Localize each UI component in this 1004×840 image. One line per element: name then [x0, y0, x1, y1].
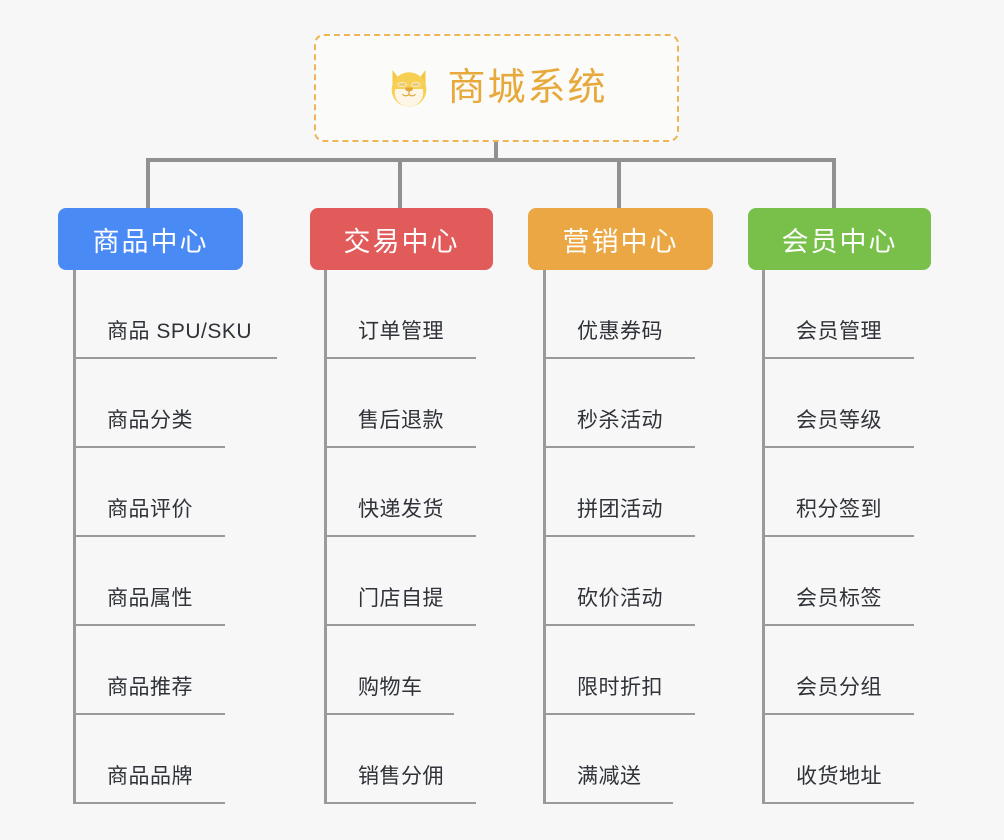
- leaf-node[interactable]: 售后退款: [324, 359, 476, 448]
- leaf-node[interactable]: 商品分类: [73, 359, 225, 448]
- leaf-label: 快递发货: [358, 498, 444, 521]
- category-box-1[interactable]: 商品中心: [58, 208, 243, 270]
- leaf-node[interactable]: 快递发货: [324, 448, 476, 537]
- leaf-label: 拼团活动: [577, 498, 663, 521]
- category-label: 会员中心: [781, 226, 898, 257]
- category-box-4[interactable]: 会员中心: [748, 208, 931, 270]
- leaf-node[interactable]: 商品品牌: [73, 715, 225, 804]
- branch-trunk: [543, 270, 546, 804]
- leaf-underline: [73, 802, 225, 804]
- connector-drop-4: [832, 158, 836, 208]
- leaf-label: 门店自提: [358, 587, 444, 610]
- leaf-underline: [324, 446, 476, 448]
- leaf-label: 优惠券码: [577, 320, 663, 343]
- leaf-underline: [762, 357, 914, 359]
- root-title: 商城系统: [447, 67, 608, 109]
- leaf-underline: [762, 535, 914, 537]
- leaf-label: 商品属性: [107, 587, 193, 610]
- leaf-label: 售后退款: [358, 409, 444, 432]
- leaf-node[interactable]: 秒杀活动: [543, 359, 695, 448]
- leaf-underline: [762, 446, 914, 448]
- branch-trunk: [324, 270, 327, 804]
- leaf-label: 销售分佣: [358, 765, 444, 788]
- branch-trunk: [762, 270, 765, 804]
- leaf-underline: [324, 357, 476, 359]
- leaf-underline: [543, 624, 695, 626]
- leaf-underline: [762, 802, 914, 804]
- leaf-label: 商品推荐: [107, 676, 193, 699]
- root-node[interactable]: 商城系统: [314, 34, 679, 142]
- leaf-node[interactable]: 会员管理: [762, 270, 914, 359]
- leaf-label: 砍价活动: [577, 587, 663, 610]
- leaf-label: 商品 SPU/SKU: [107, 320, 253, 343]
- branch-trunk: [73, 270, 76, 804]
- category-label: 商品中心: [92, 226, 209, 257]
- leaf-node[interactable]: 销售分佣: [324, 715, 476, 804]
- connector-drop-3: [617, 158, 621, 208]
- leaf-label: 订单管理: [358, 320, 444, 343]
- leaf-label: 商品评价: [107, 498, 193, 521]
- leaf-label: 限时折扣: [577, 676, 663, 699]
- leaf-underline: [543, 802, 673, 804]
- leaf-label: 收货地址: [796, 765, 882, 788]
- leaf-label: 会员标签: [796, 587, 882, 610]
- leaf-node[interactable]: 会员标签: [762, 537, 914, 626]
- leaf-underline: [543, 713, 695, 715]
- leaf-label: 会员等级: [796, 409, 882, 432]
- leaf-underline: [324, 802, 476, 804]
- leaf-node[interactable]: 购物车: [324, 626, 454, 715]
- leaf-node[interactable]: 商品属性: [73, 537, 225, 626]
- leaf-node[interactable]: 砍价活动: [543, 537, 695, 626]
- leaf-node[interactable]: 收货地址: [762, 715, 914, 804]
- category-box-3[interactable]: 营销中心: [528, 208, 713, 270]
- leaf-underline: [762, 624, 914, 626]
- leaf-underline: [543, 357, 695, 359]
- leaf-label: 秒杀活动: [577, 409, 663, 432]
- leaf-underline: [73, 624, 225, 626]
- connector-drop-2: [398, 158, 402, 208]
- category-label: 交易中心: [343, 226, 460, 257]
- category-label: 营销中心: [562, 226, 679, 257]
- leaf-label: 商品品牌: [107, 765, 193, 788]
- leaf-underline: [73, 446, 225, 448]
- leaf-label: 会员分组: [796, 676, 882, 699]
- leaf-node[interactable]: 商品评价: [73, 448, 225, 537]
- leaf-node[interactable]: 限时折扣: [543, 626, 695, 715]
- leaf-node[interactable]: 拼团活动: [543, 448, 695, 537]
- leaf-node[interactable]: 门店自提: [324, 537, 476, 626]
- leaf-label: 购物车: [358, 676, 423, 699]
- leaf-node[interactable]: 商品 SPU/SKU: [73, 270, 277, 359]
- leaf-underline: [762, 713, 914, 715]
- leaf-node[interactable]: 订单管理: [324, 270, 476, 359]
- leaf-underline: [324, 624, 476, 626]
- leaf-label: 满减送: [577, 765, 642, 788]
- leaf-underline: [543, 535, 695, 537]
- leaf-node[interactable]: 满减送: [543, 715, 673, 804]
- leaf-underline: [324, 713, 454, 715]
- leaf-node[interactable]: 商品推荐: [73, 626, 225, 715]
- dog-face-icon: [385, 64, 433, 112]
- leaf-label: 积分签到: [796, 498, 882, 521]
- leaf-node[interactable]: 积分签到: [762, 448, 914, 537]
- leaf-underline: [543, 446, 695, 448]
- connector-root-stem: [494, 142, 498, 160]
- leaf-node[interactable]: 优惠券码: [543, 270, 695, 359]
- category-box-2[interactable]: 交易中心: [310, 208, 493, 270]
- leaf-label: 会员管理: [796, 320, 882, 343]
- leaf-underline: [324, 535, 476, 537]
- leaf-underline: [73, 357, 277, 359]
- leaf-underline: [73, 713, 225, 715]
- connector-drop-1: [146, 158, 150, 208]
- connector-horizontal-bar: [146, 158, 836, 162]
- leaf-label: 商品分类: [107, 409, 193, 432]
- leaf-underline: [73, 535, 225, 537]
- leaf-node[interactable]: 会员等级: [762, 359, 914, 448]
- leaf-node[interactable]: 会员分组: [762, 626, 914, 715]
